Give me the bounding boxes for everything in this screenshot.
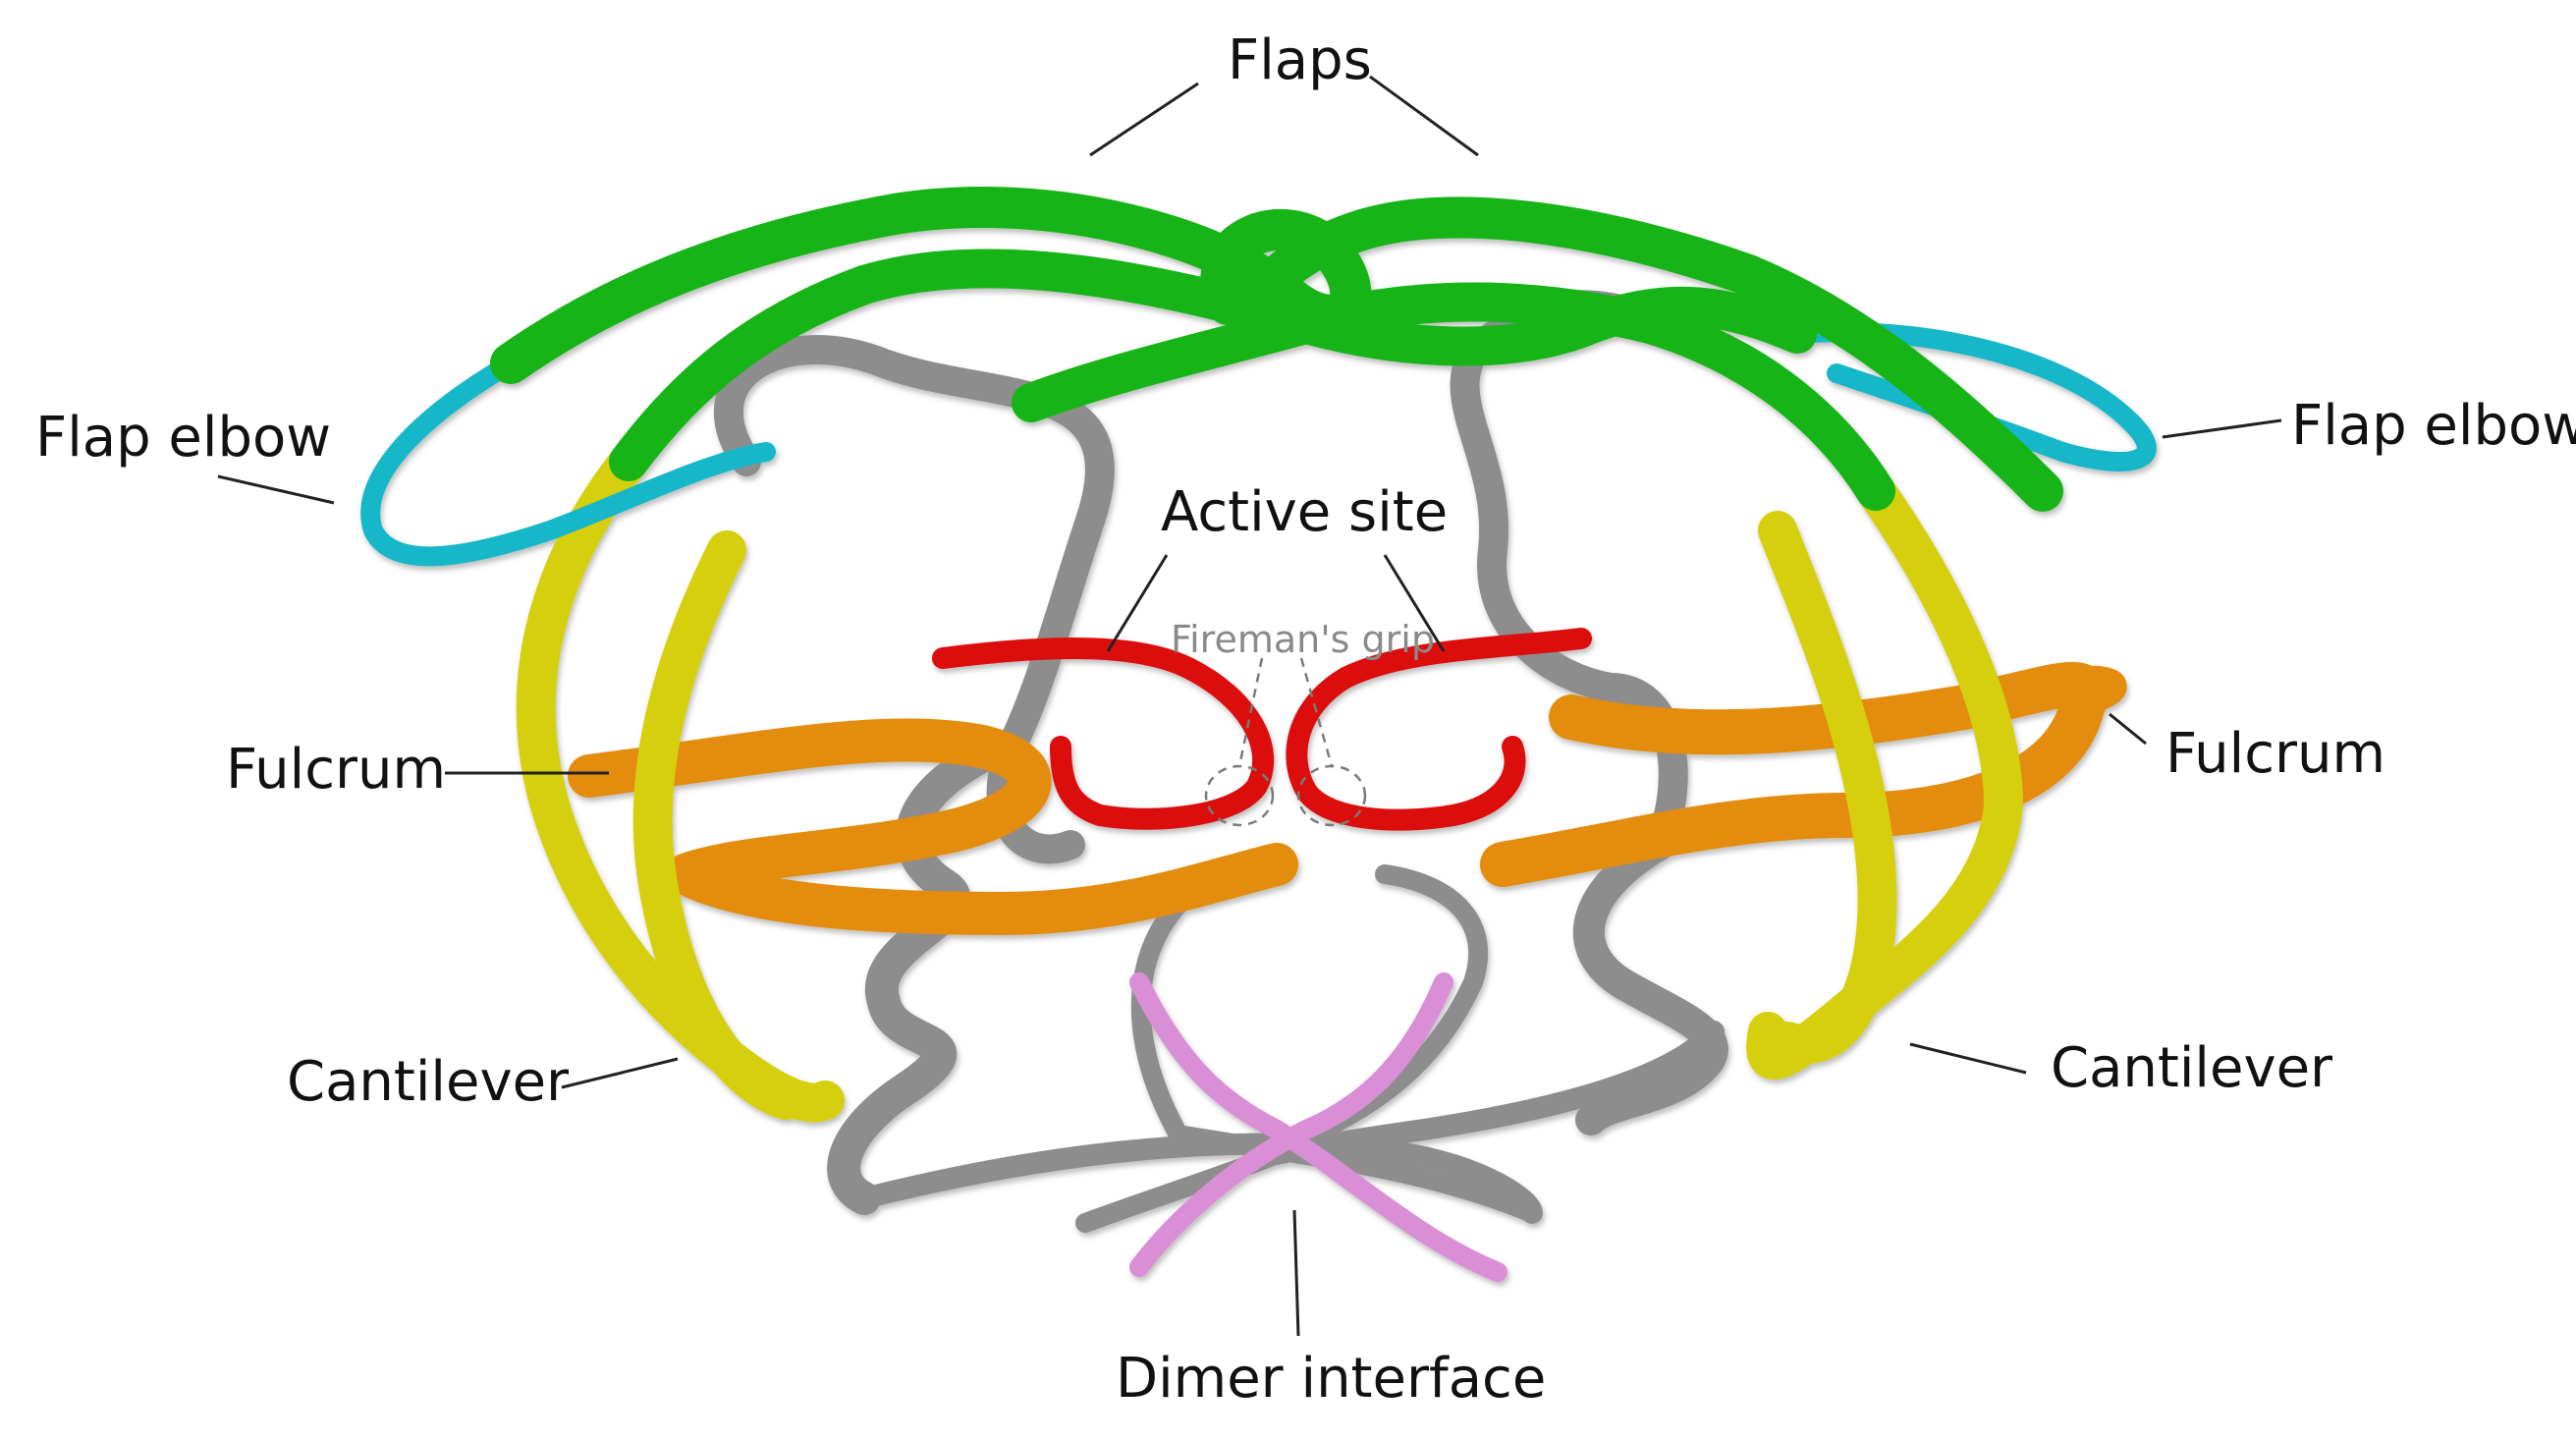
flaps-label: Flaps	[1228, 28, 1372, 92]
active-site-label: Active site	[1161, 480, 1449, 544]
firemans-grip-label: Fireman's grip	[1171, 618, 1435, 661]
flap-elbow-right-leader	[2162, 418, 2282, 439]
flaps-leader-right	[1369, 75, 1479, 157]
fulcrum-right-label: Fulcrum	[2165, 722, 2386, 786]
cantilever-right-label: Cantilever	[2051, 1036, 2333, 1100]
firemans-grip-pointer-left	[1237, 657, 1264, 767]
backbone-loop-right	[1450, 290, 1688, 859]
active-site-loop-left	[932, 637, 1275, 830]
cantilever-left-leader	[561, 1057, 679, 1089]
flap-elbow-right-label: Flap elbow	[2291, 394, 2576, 458]
active-site-leader-right	[1383, 554, 1446, 652]
flap-ribbon-right	[1240, 196, 2063, 512]
firemans-grip-pointer-right	[1299, 657, 1334, 767]
flap-ribbon-right-back	[1012, 282, 1895, 511]
cantilever-strand-left-inner	[632, 530, 805, 1120]
dimer-strand-left	[1129, 972, 1507, 1282]
fulcrum-right-leader	[2109, 712, 2147, 746]
fulcrum-tip-right	[2019, 665, 2127, 716]
active-site-leader-left	[1106, 554, 1169, 652]
fulcrum-strand-left	[568, 718, 1298, 935]
cantilever-right-leader	[1909, 1042, 2027, 1075]
cantilever-left-label: Cantilever	[287, 1050, 570, 1114]
flap-elbow-left-leader	[217, 474, 335, 505]
backbone-dimer-right	[1130, 855, 1542, 1223]
backbone-helix-right	[1573, 829, 1728, 1136]
dimer-strand-right	[1129, 972, 1453, 1277]
dimer-interface-label: Dimer interface	[1116, 1347, 1547, 1411]
cantilever-strand-right-inner	[1758, 511, 1897, 1064]
active-site-loop-right	[1286, 628, 1592, 831]
flap-ribbon-left	[490, 187, 1372, 384]
fulcrum-left-label: Fulcrum	[226, 738, 447, 802]
flap-elbow-left-ribbon	[360, 354, 776, 567]
flap-elbow-left-label: Flap elbow	[35, 406, 332, 470]
flaps-leader-left	[1089, 82, 1199, 157]
dimer-interface-leader	[1292, 1209, 1300, 1337]
